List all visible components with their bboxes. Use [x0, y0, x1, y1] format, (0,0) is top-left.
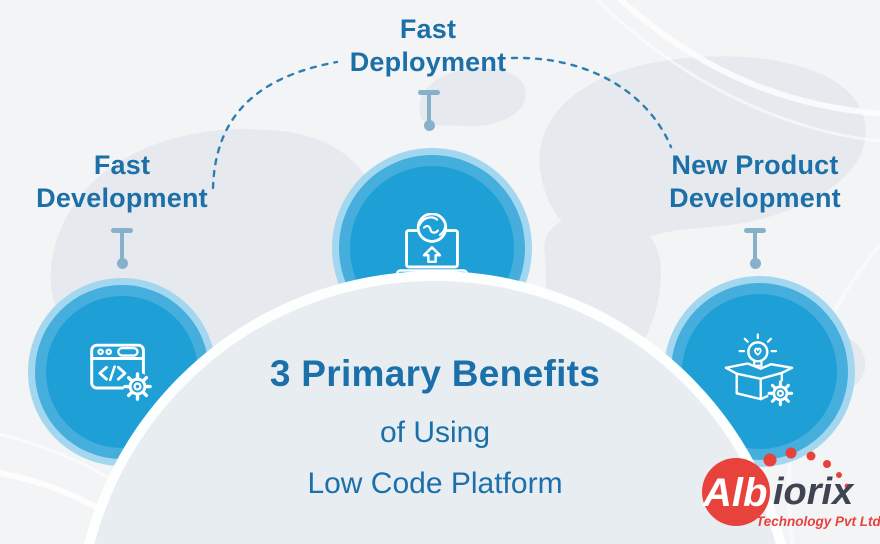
pin-dot [749, 258, 761, 269]
pin-connector-left [110, 228, 134, 269]
connector-arc-left [211, 60, 339, 190]
title-line-1: 3 Primary Benefits [269, 353, 601, 394]
label-line: Fast [93, 150, 151, 180]
pin-bar [418, 90, 440, 95]
logo-brand-prefix: Alb [702, 471, 767, 515]
pin-bar [744, 228, 766, 233]
title-line-2: of Using [379, 415, 491, 449]
logo-dots [763, 447, 850, 489]
browser-code-gear-icon [90, 343, 152, 401]
pin-connector-right [743, 228, 767, 269]
pin-dot [116, 258, 128, 269]
albiorix-logo-graphic: Alb iorix Technology Pvt Ltd [702, 447, 880, 529]
logo-red-circle [702, 458, 770, 526]
label-fast-deployment: Fast Deployment [308, 13, 548, 79]
albiorix-logo: Alb iorix Technology Pvt Ltd [690, 438, 880, 540]
label-line: Development [669, 183, 841, 214]
label-line: Development [36, 183, 208, 214]
pin-stem [753, 233, 757, 259]
label-fast-development: Fast Development [2, 149, 242, 215]
pin-connector-center [417, 90, 441, 131]
label-line: Deployment [349, 47, 507, 78]
label-new-product-development: New Product Development [635, 149, 875, 215]
label-line: New Product [671, 150, 839, 180]
pin-dot [423, 120, 435, 131]
logo-tagline: Technology Pvt Ltd [756, 514, 880, 529]
pin-bar [111, 228, 133, 233]
box-bulb-gear-icon [724, 333, 793, 407]
pin-stem [120, 233, 124, 259]
logo-brand-suffix: iorix [773, 471, 855, 513]
title-line-3: Low Code Platform [307, 466, 563, 500]
connector-arc-right [510, 56, 673, 149]
label-line: Fast [399, 14, 457, 44]
infographic-title: 3 Primary Benefits of Using Low Code Pla… [195, 353, 675, 501]
pin-stem [427, 95, 431, 121]
